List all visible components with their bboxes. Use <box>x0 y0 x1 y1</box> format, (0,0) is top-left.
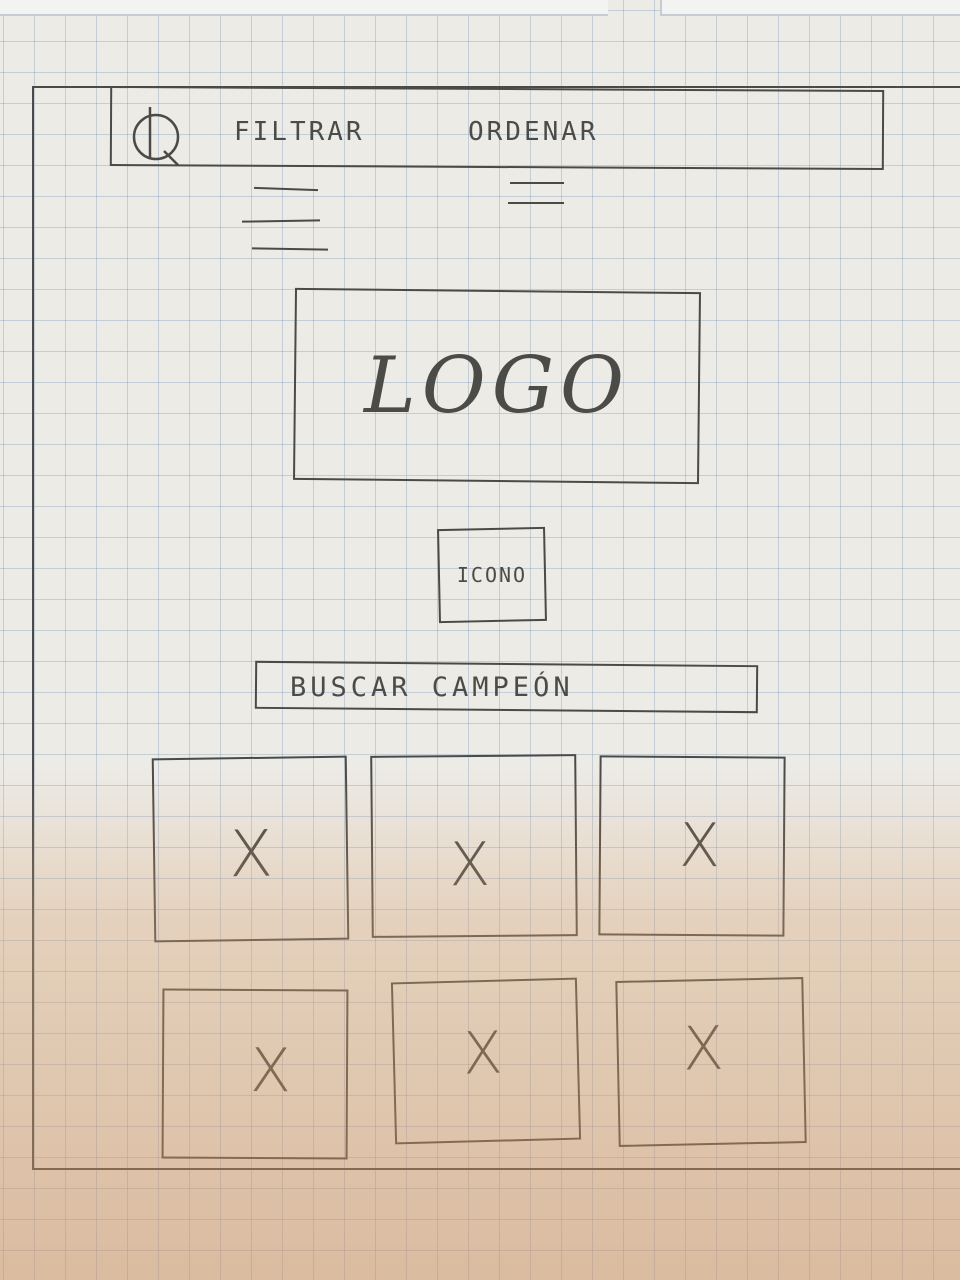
champion-card[interactable]: X <box>151 755 350 943</box>
image-placeholder-x: X <box>682 1013 725 1085</box>
logo-label: LOGO <box>364 341 630 431</box>
icon-label: ICONO <box>456 563 528 587</box>
notebook-page-edge-left <box>0 0 608 16</box>
sort-menu-icon[interactable] <box>508 180 568 210</box>
champion-card[interactable]: X <box>370 754 578 938</box>
sort-button[interactable]: ORDENAR <box>468 117 599 147</box>
filter-button[interactable]: FILTRAR <box>234 117 365 147</box>
image-placeholder-x: X <box>249 1035 292 1107</box>
search-champion-placeholder: BUSCAR CAMPEÓN <box>290 672 574 703</box>
notebook-page-edge-right <box>660 0 960 16</box>
image-placeholder-x: X <box>448 829 491 901</box>
champion-card[interactable]: X <box>615 977 807 1147</box>
champion-card[interactable]: X <box>390 977 582 1145</box>
notebook-top-edge <box>0 0 960 18</box>
champion-card[interactable]: X <box>161 988 349 1160</box>
filter-menu-icon[interactable] <box>240 180 330 255</box>
search-icon[interactable] <box>128 97 188 167</box>
champion-card[interactable]: X <box>598 755 786 937</box>
image-placeholder-x: X <box>461 1018 504 1088</box>
image-placeholder-x: X <box>228 817 274 893</box>
image-placeholder-x: X <box>678 810 721 882</box>
